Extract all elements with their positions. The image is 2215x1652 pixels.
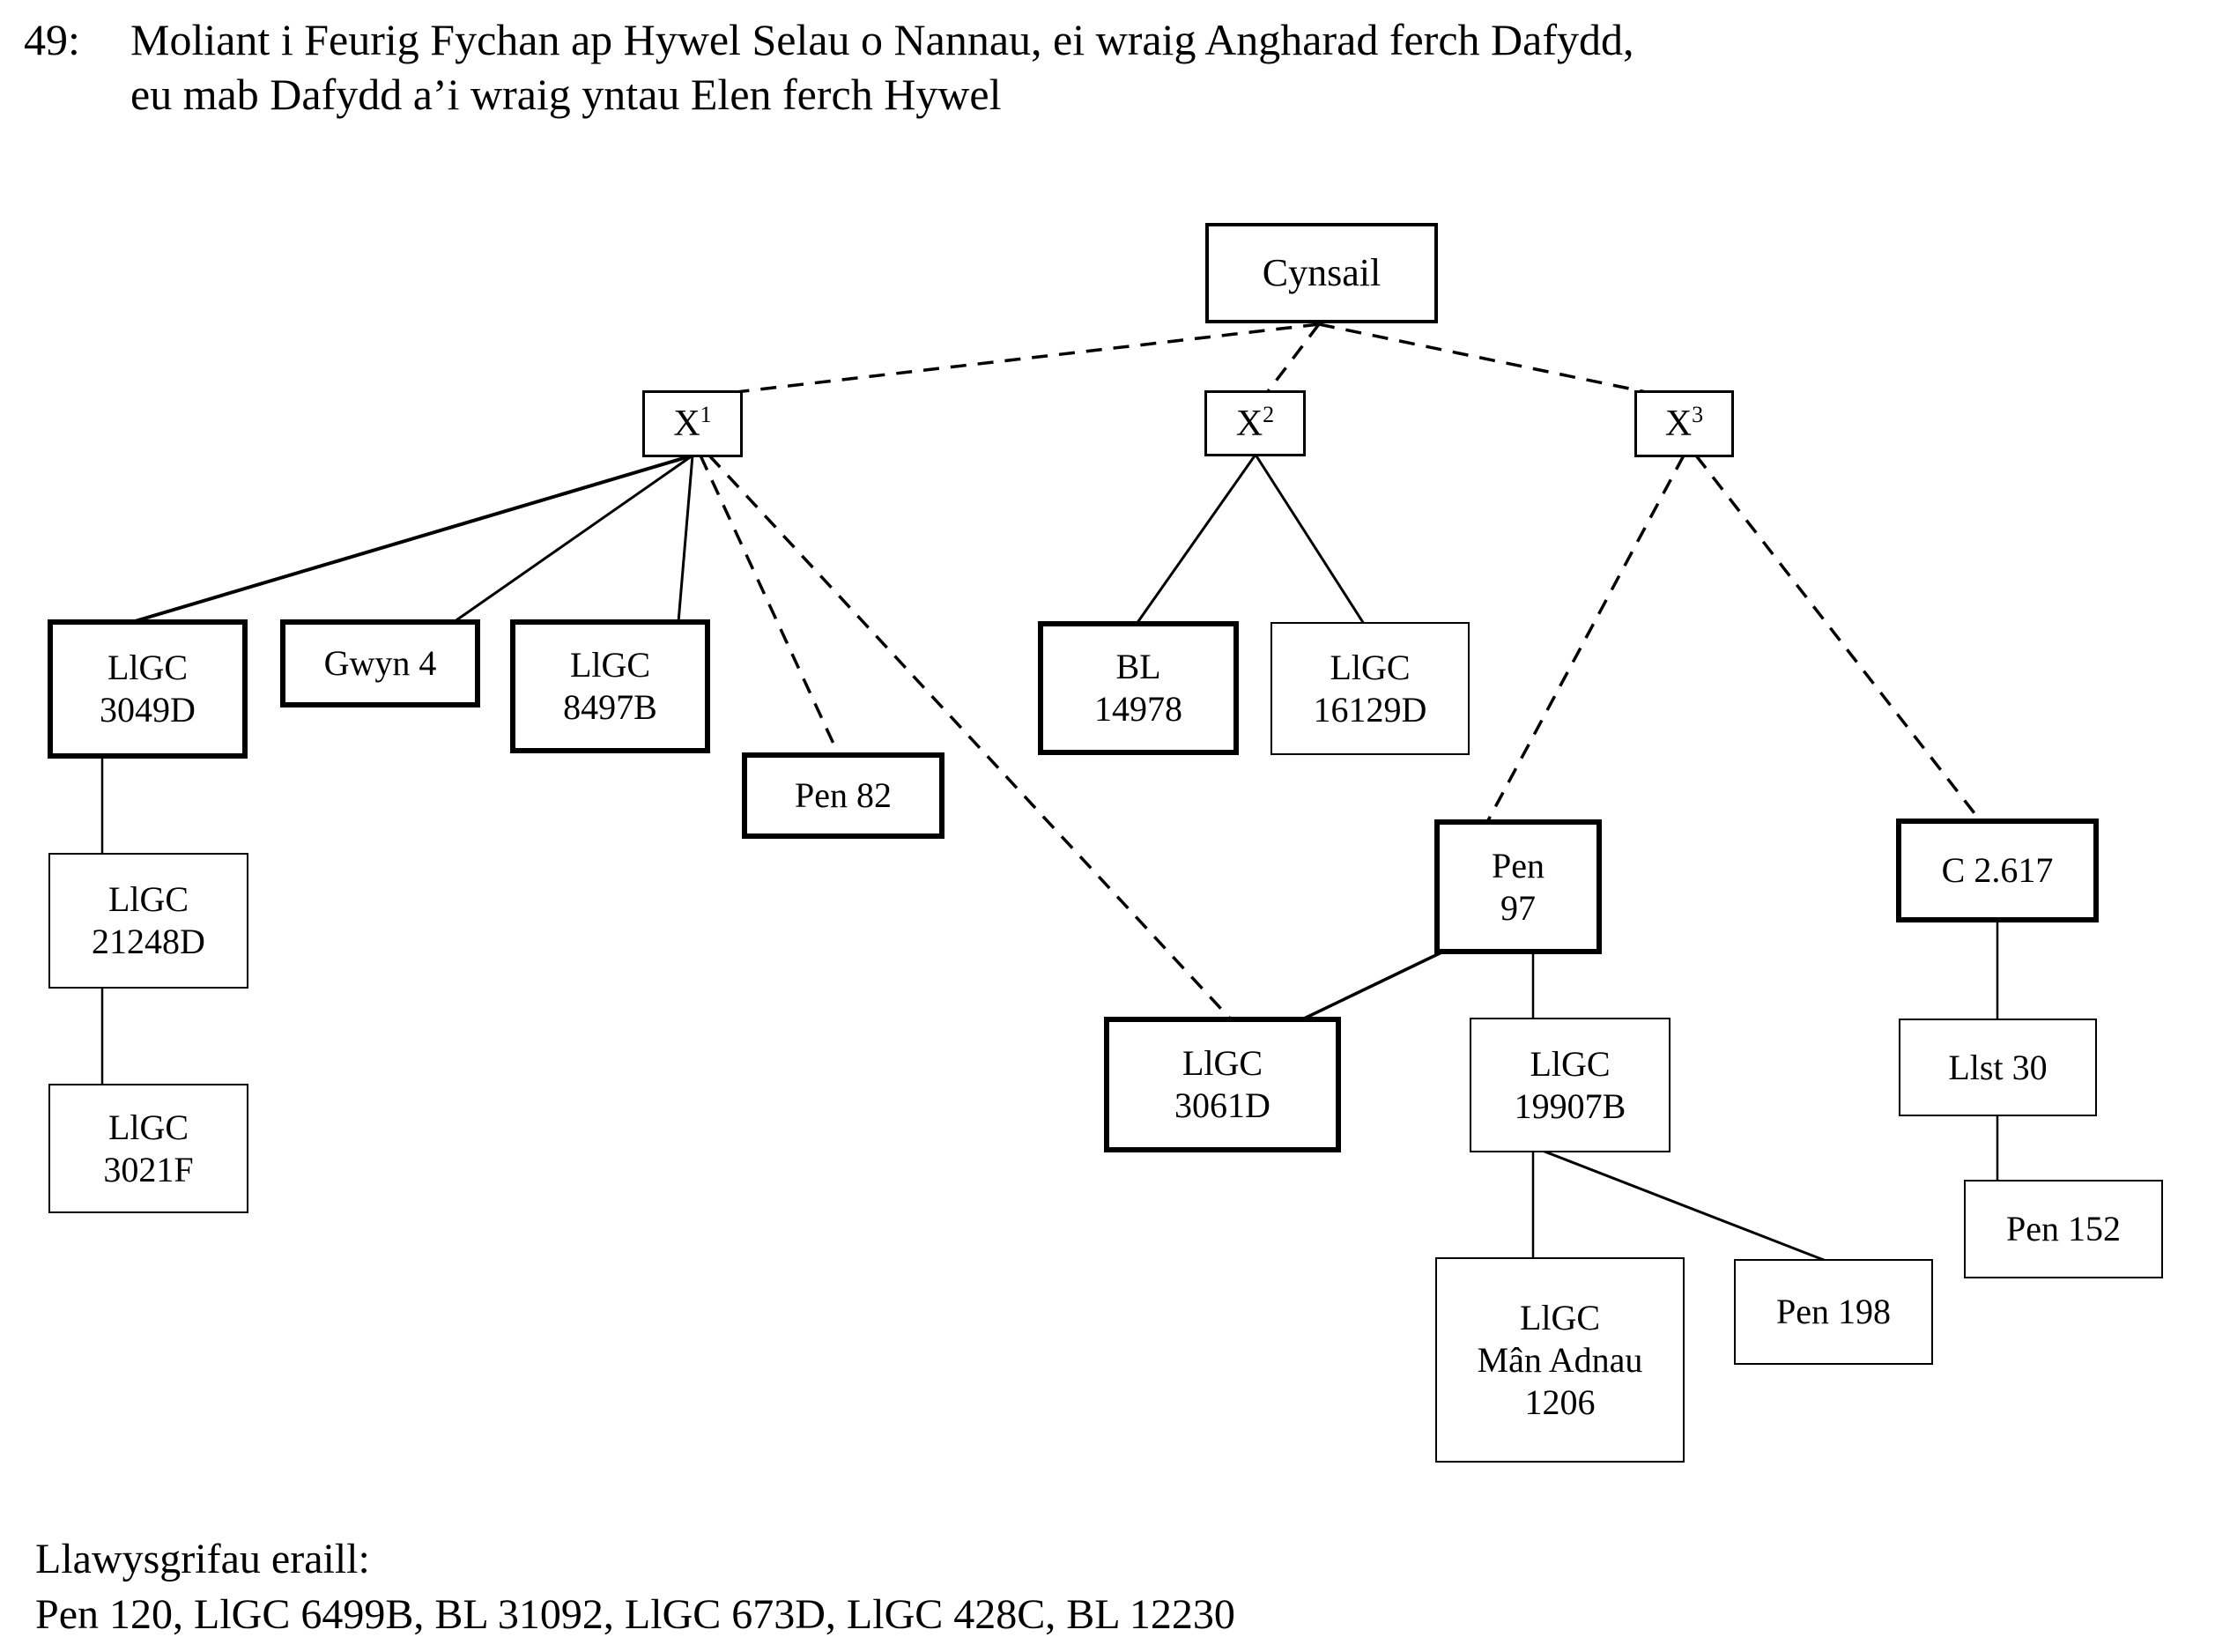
stemma-node-gwyn-4: Gwyn 4 (280, 619, 480, 707)
stemma-node-llgc-16129d: LlGC 16129D (1270, 622, 1470, 755)
stemma-node-llgc-3061d: LlGC 3061D (1104, 1017, 1341, 1152)
stemma-node-llst-30: Llst 30 (1899, 1019, 2097, 1116)
stemma-node-pen-198: Pen 198 (1734, 1259, 1933, 1365)
stemma-node-llgc-3049d: LlGC 3049D (48, 619, 248, 759)
stemma-node-cynsail: Cynsail (1205, 223, 1438, 323)
poem-title: 49: Moliant i Feurig Fychan ap Hywel Sel… (24, 12, 1633, 122)
other-manuscripts-list: Pen 120, LlGC 6499B, BL 31092, LlGC 673D… (35, 1591, 1235, 1638)
other-manuscripts-heading: Llawysgrifau eraill: (35, 1536, 370, 1582)
poem-title-line1: Moliant i Feurig Fychan ap Hywel Selau o… (130, 15, 1634, 64)
stemma-node-pen-152: Pen 152 (1964, 1180, 2163, 1278)
stemma-node-llgc-19907b: LlGC 19907B (1470, 1018, 1671, 1152)
poem-number: 49: (24, 15, 80, 64)
stemma-node-x1: X1 (642, 390, 743, 457)
stemma-node-llgc-21248d: LlGC 21248D (48, 853, 248, 989)
stemma-node-llgc-man-adnau-1206: LlGC Mân Adnau 1206 (1435, 1257, 1685, 1463)
stemma-node-llgc-3021f: LlGC 3021F (48, 1084, 248, 1213)
stemma-node-pen-97: Pen 97 (1434, 819, 1602, 954)
stemma-node-pen-82: Pen 82 (742, 752, 945, 839)
stemma-node-llgc-8497b: LlGC 8497B (510, 619, 710, 753)
stemma-node-x2: X2 (1204, 390, 1306, 456)
stemma-node-c-2617: C 2.617 (1896, 819, 2099, 922)
other-manuscripts: Llawysgrifau eraill: Pen 120, LlGC 6499B… (35, 1531, 1235, 1642)
stemma-node-bl-14978: BL 14978 (1038, 621, 1239, 755)
stemma-node-x3: X3 (1634, 390, 1734, 457)
poem-title-line2: eu mab Dafydd a’i wraig yntau Elen ferch… (130, 70, 1002, 119)
poem-title-lines: Moliant i Feurig Fychan ap Hywel Selau o… (130, 12, 1633, 122)
